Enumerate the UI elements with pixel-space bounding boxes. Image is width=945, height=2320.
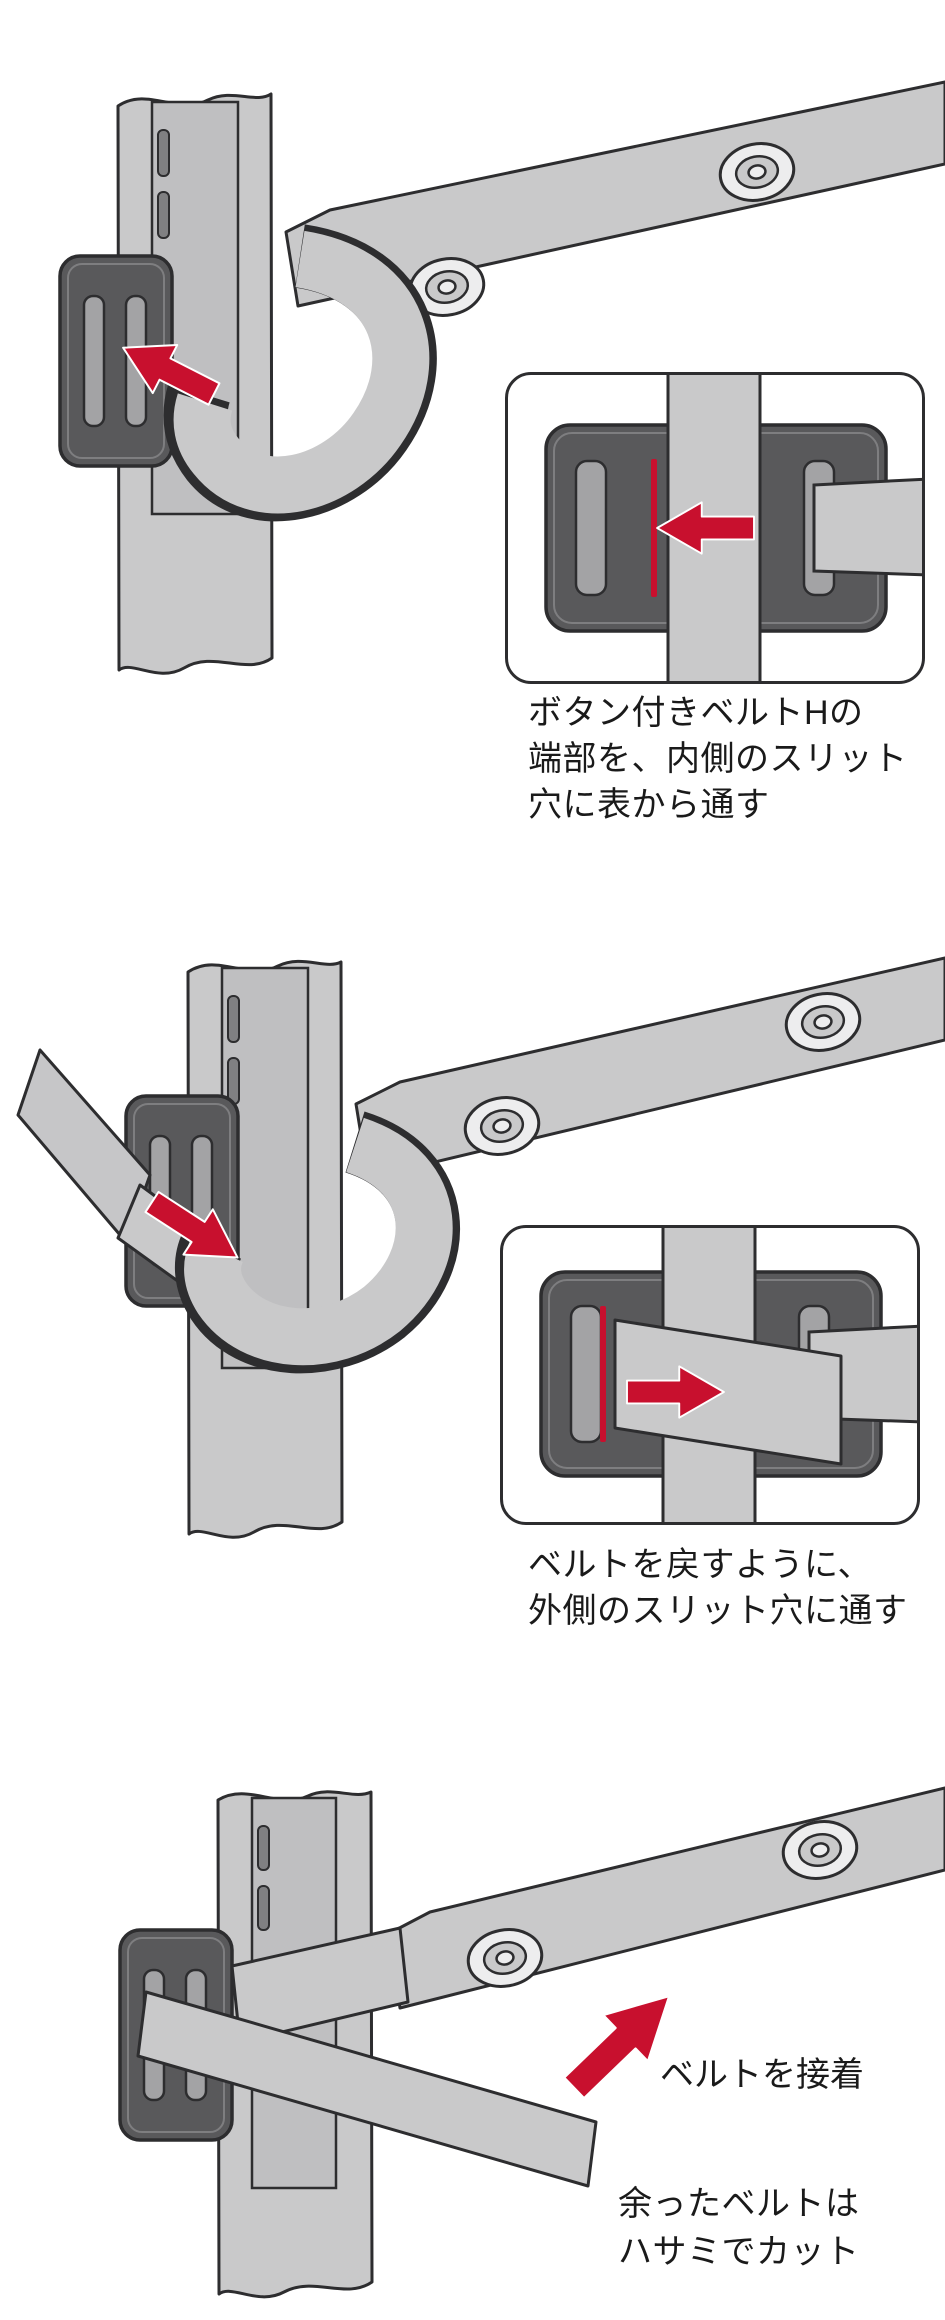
step2-inset-illustration	[539, 1228, 917, 1522]
belt-loop	[184, 1117, 453, 1366]
step2-caption-line2: 外側のスリット穴に通す	[528, 1592, 908, 1630]
step2-caption: ベルトを戻すように、 外側のスリット穴に通す	[528, 1542, 908, 1634]
step3-illustration	[118, 1786, 945, 2299]
belt-through-outer-slit	[613, 1318, 843, 1466]
button-belt-end	[812, 477, 922, 577]
stitch-slot-icon	[227, 1057, 240, 1105]
step1-illustration	[58, 80, 945, 675]
stitch-slot-icon	[257, 1885, 270, 1931]
stitch-slot-icon	[157, 129, 170, 177]
step3-caption: 余ったベルトは ハサミでカット	[618, 2180, 860, 2276]
outer-slit	[569, 1304, 603, 1444]
step1-caption-line2: 端部を、内側のスリット	[528, 740, 908, 778]
button-belt	[354, 956, 945, 1180]
step1-inset-illustration	[544, 375, 922, 681]
step2-illustration	[16, 956, 945, 1539]
step1-caption-line1: ボタン付きベルトHの	[528, 694, 864, 732]
step1-inset-callout	[505, 372, 925, 684]
belt-loop	[173, 230, 430, 514]
step3-caption-line2: ハサミでカット	[618, 2233, 860, 2271]
outer-slit-highlight	[600, 1306, 606, 1442]
step1-caption-line3: 穴に表から通す	[528, 786, 770, 824]
belt-tail-strap	[136, 1990, 598, 2188]
outer-slit	[574, 459, 608, 597]
step1-caption: ボタン付きベルトHの 端部を、内側のスリット 穴に表から通す	[528, 690, 908, 828]
step3-caption-line1: 余ったベルトは	[618, 2185, 860, 2223]
step2-caption-line1: ベルトを戻すように、	[528, 1546, 872, 1584]
stitch-slot-icon	[157, 191, 170, 239]
stitch-slot-icon	[257, 1825, 270, 1871]
button-belt	[284, 80, 945, 308]
belt-wrap-band	[230, 1926, 410, 2044]
step2-inset-callout	[500, 1225, 920, 1525]
inner-slit-highlight	[651, 459, 657, 597]
stitch-slot-icon	[227, 995, 240, 1043]
step3-action-label: ベルトを接着	[660, 2056, 864, 2094]
